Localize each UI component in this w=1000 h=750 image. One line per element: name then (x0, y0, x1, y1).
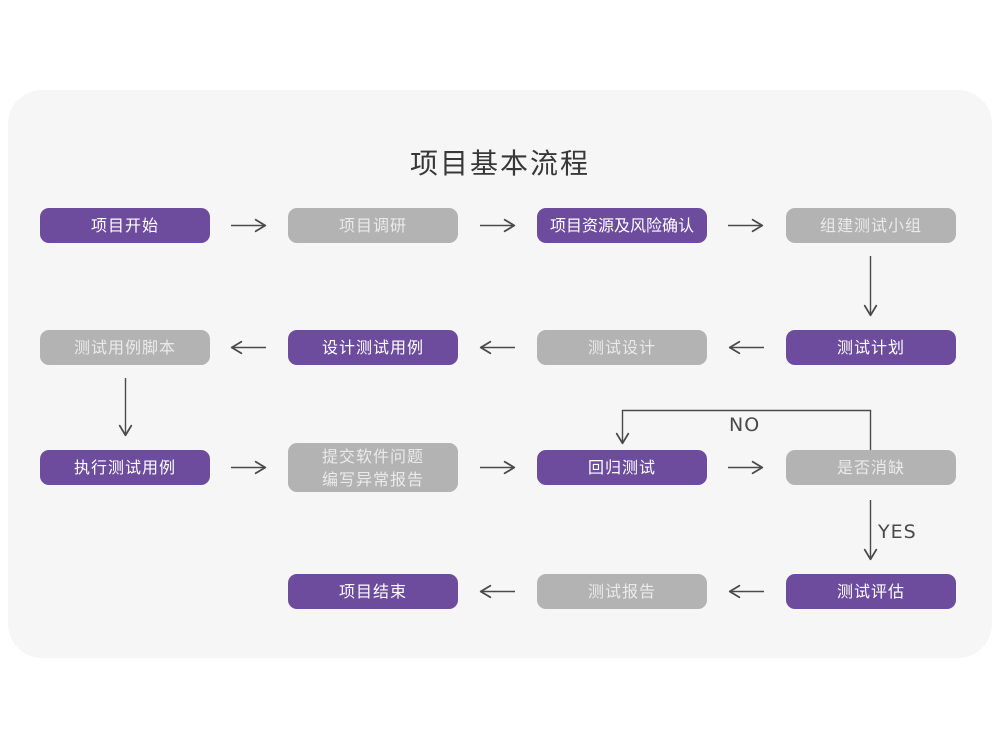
node-label: 测试设计 (587, 338, 656, 357)
branch-label-no: NO (729, 414, 761, 436)
node-label: 回归测试 (587, 458, 656, 477)
node-label: 设计测试用例 (321, 338, 424, 357)
node-defect-resolved: 是否消缺 (786, 450, 956, 485)
node-label: 项目开始 (90, 216, 159, 235)
node-regression-test: 回归测试 (537, 450, 707, 485)
node-test-plan: 测试计划 (786, 330, 956, 365)
node-execute-test-cases: 执行测试用例 (40, 450, 210, 485)
node-test-report: 测试报告 (537, 574, 707, 609)
node-submit-issue-report: 提交软件问题 编写异常报告 (288, 443, 458, 492)
node-label: 组建测试小组 (819, 216, 922, 235)
node-project-resources-risk: 项目资源及风险确认 (537, 208, 707, 243)
node-form-test-team: 组建测试小组 (786, 208, 956, 243)
node-project-start: 项目开始 (40, 208, 210, 243)
node-test-evaluation: 测试评估 (786, 574, 956, 609)
node-label: 项目结束 (338, 582, 407, 601)
node-design-test-cases: 设计测试用例 (288, 330, 458, 365)
node-label-line2: 编写异常报告 (321, 469, 424, 489)
node-label: 项目调研 (338, 216, 407, 235)
node-label: 测试用例脚本 (73, 338, 176, 357)
node-project-research: 项目调研 (288, 208, 458, 243)
node-test-case-script: 测试用例脚本 (40, 330, 210, 365)
node-label: 测试报告 (587, 582, 656, 601)
branch-label-yes: YES (878, 521, 917, 543)
node-label: 执行测试用例 (73, 458, 176, 477)
node-project-end: 项目结束 (288, 574, 458, 609)
node-label: 是否消缺 (836, 458, 905, 477)
node-label: 测试评估 (836, 582, 905, 601)
node-label: 项目资源及风险确认 (549, 216, 694, 235)
diagram-title: 项目基本流程 (409, 147, 590, 180)
node-label-line1: 提交软件问题 (321, 446, 424, 466)
node-test-design: 测试设计 (537, 330, 707, 365)
flowchart-card (8, 90, 992, 658)
node-label: 测试计划 (836, 338, 905, 357)
